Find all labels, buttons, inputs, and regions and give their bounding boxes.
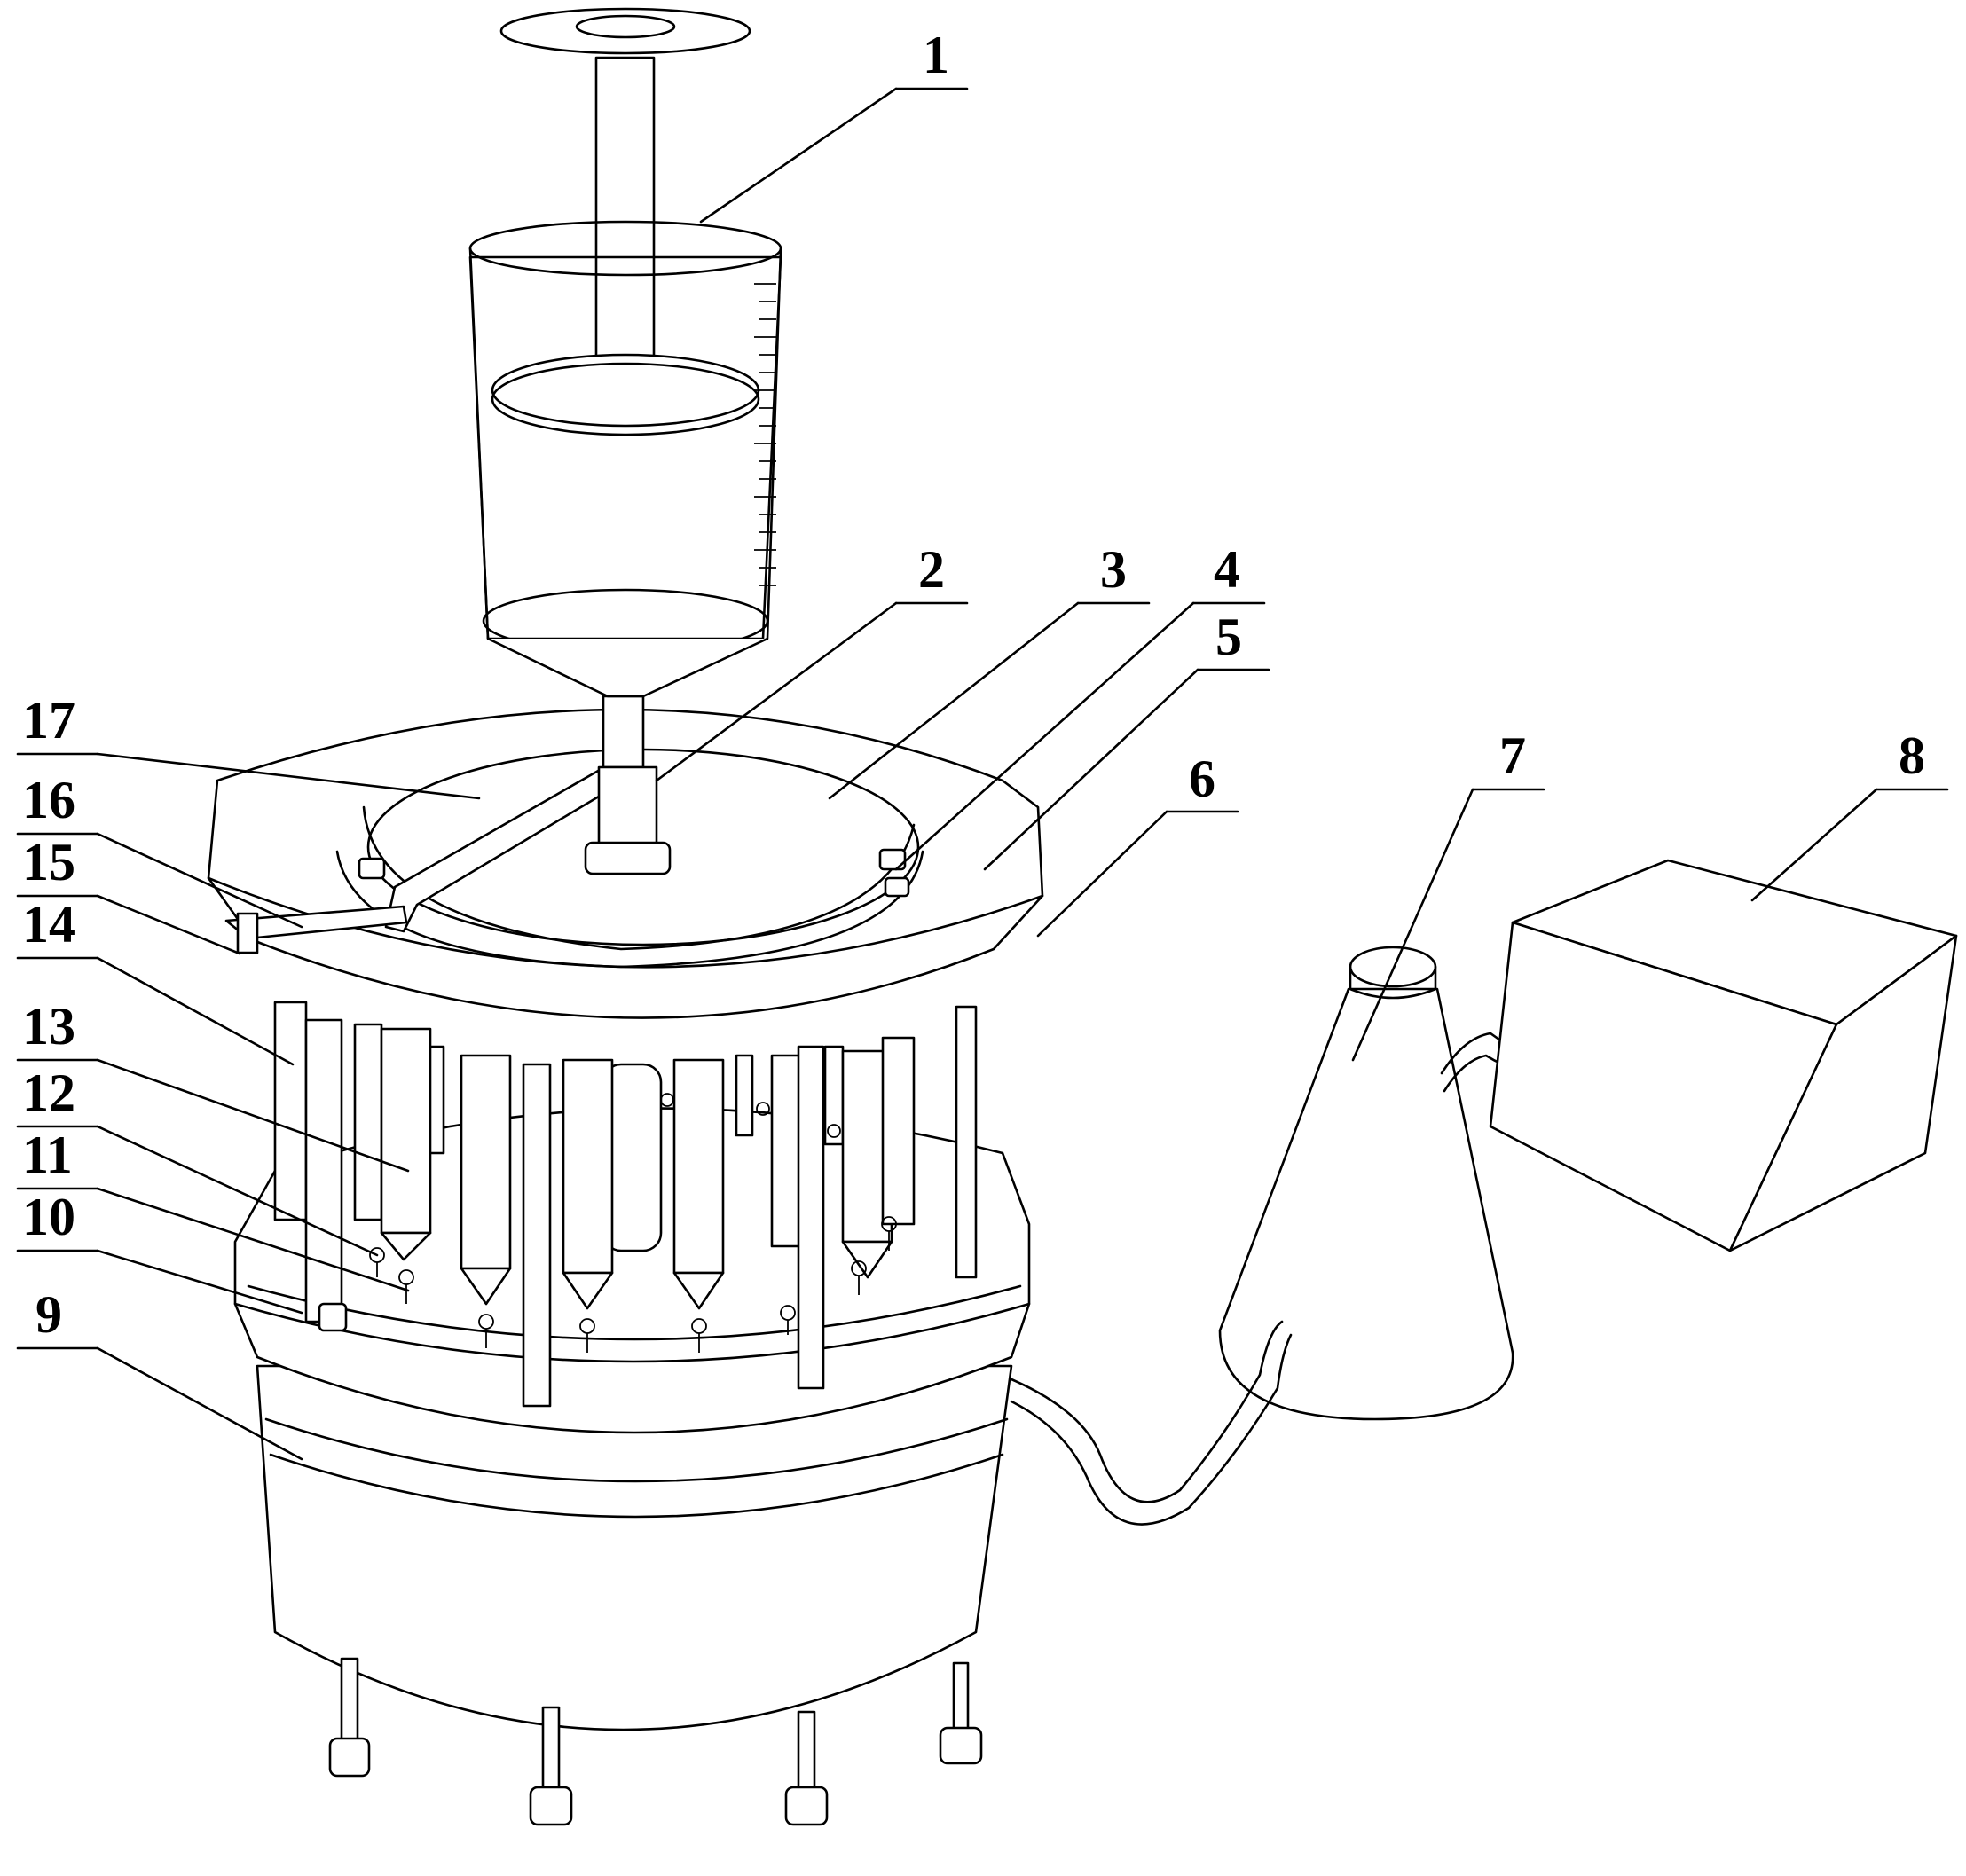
callout-4: 4	[1214, 540, 1240, 599]
base-barrel	[256, 1364, 1013, 1731]
callout-11: 11	[22, 1126, 73, 1184]
callout-15: 15	[22, 833, 75, 891]
separatory-funnel	[468, 7, 782, 698]
lower-plate	[233, 1107, 1031, 1434]
callout-7: 7	[1499, 726, 1526, 785]
callout-5: 5	[1215, 608, 1242, 666]
top-plate	[207, 708, 1044, 1019]
callout-16: 16	[22, 771, 75, 829]
callout-12: 12	[22, 1064, 75, 1122]
callout-9: 9	[35, 1285, 62, 1344]
callout-1: 1	[923, 26, 949, 84]
callout-13: 13	[22, 997, 75, 1056]
callout-14: 14	[22, 895, 75, 954]
leader-lines	[16, 87, 1949, 1461]
callout-6: 6	[1189, 750, 1215, 808]
callout-labels: 1 2 3 4 5 6 7 8 9 10 11 12 13 14 15 16 1…	[22, 26, 1925, 1344]
callout-8: 8	[1899, 726, 1925, 785]
callout-3: 3	[1100, 540, 1127, 599]
callout-2: 2	[918, 540, 945, 599]
column-tubes	[273, 1001, 978, 1408]
distributor-pipe	[224, 761, 627, 954]
callout-10: 10	[22, 1188, 75, 1246]
callout-17: 17	[22, 691, 75, 750]
clamp-bolts	[358, 848, 910, 898]
base-legs	[328, 1657, 983, 1826]
center-connector	[584, 695, 672, 875]
conical-flask	[1218, 946, 1514, 1421]
vacuum-pump-box	[1489, 859, 1958, 1252]
